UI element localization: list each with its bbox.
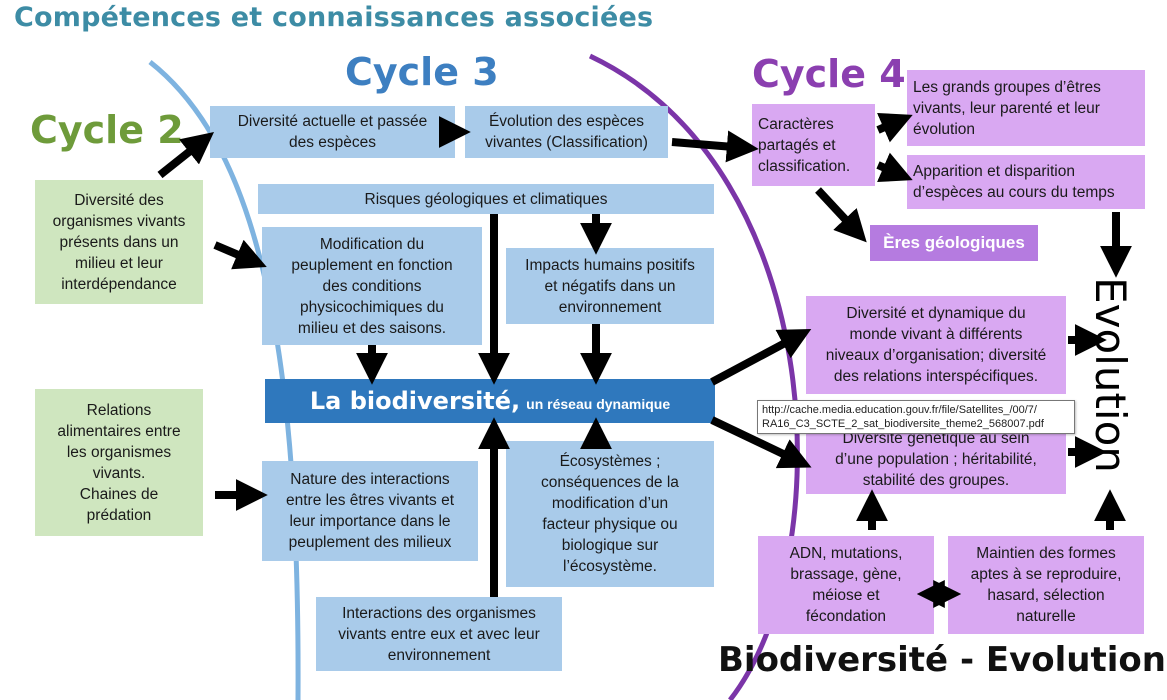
arrow-c2-to-modification	[213, 239, 267, 270]
box-diversite-especes: Diversité actuelle et passée des espèces	[210, 106, 455, 158]
cycle2-label: Cycle 2	[30, 108, 184, 152]
box-evolution-especes: Évolution des espèces vivantes (Classifi…	[465, 106, 668, 158]
box-adn-mutations: ADN, mutations, brassage, gène, méiose e…	[758, 536, 934, 634]
box-apparition-disparition: Apparition et disparition d’espèces au c…	[907, 155, 1145, 209]
cycle3-label: Cycle 3	[345, 50, 499, 94]
box-nature-interactions: Nature des interactions entre les êtres …	[262, 461, 478, 561]
arrow-caracteres-to-apparition	[876, 152, 913, 183]
box-relations-alimentaires: Relations alimentaires entre les organis…	[35, 389, 203, 536]
central-subtitle: un réseau dynamique	[526, 396, 671, 412]
box-modification-peuplement: Modification du peuplement en fonction d…	[262, 227, 482, 345]
arrow-center-to-genetique	[710, 416, 812, 469]
cycle4-label: Cycle 4	[752, 52, 906, 96]
arrow-evolution-to-caracteres	[671, 130, 759, 163]
box-impacts-humains: Impacts humains positifs et négatifs dan…	[506, 248, 714, 324]
box-diversite-dynamique: Diversité et dynamique du monde vivant à…	[806, 296, 1066, 394]
box-ecosystemes: Écosystèmes ; conséquences de la modific…	[506, 441, 714, 587]
arrow-caracteres-to-eres	[815, 187, 867, 243]
box-interactions-organismes: Interactions des organismes vivants entr…	[316, 597, 562, 671]
central-biodiversite-box: La biodiversité, un réseau dynamique	[265, 379, 715, 423]
page-heading: Compétences et connaissances associées	[14, 2, 654, 33]
central-title: La biodiversité,	[309, 387, 521, 415]
box-grands-groupes: Les grands groupes d’êtres vivants, leur…	[907, 70, 1145, 146]
url-tooltip: http://cache.media.education.gouv.fr/fil…	[757, 400, 1075, 434]
arrow-center-to-diversite-dyn	[710, 328, 812, 386]
box-diversite-organismes: Diversité des organismes vivants présent…	[35, 180, 203, 304]
box-caracteres-partages: Caractères partagés et classification.	[752, 104, 875, 186]
box-maintien-formes: Maintien des formes aptes à se reproduir…	[948, 536, 1144, 634]
footer-title: Biodiversité - Evolution	[718, 640, 1166, 680]
arrow-c2-to-diversite	[157, 132, 215, 179]
box-eres-geologiques: Ères géologiques	[870, 225, 1038, 261]
box-risques: Risques géologiques et climatiques	[258, 184, 714, 214]
arrow-caracteres-to-groupes	[876, 112, 913, 143]
